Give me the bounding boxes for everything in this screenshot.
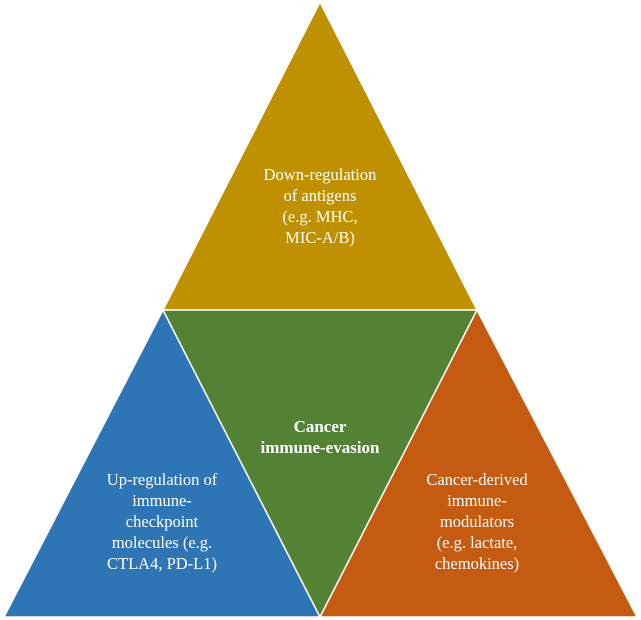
right-triangle [318,308,639,618]
left-triangle-label: Up-regulation of immune- checkpoint mole… [106,470,218,573]
top-triangle [161,0,479,311]
center-triangle-label: Cancer immune-evasion [260,417,380,457]
right-triangle-label: Cancer-derived immune- modulators (e.g. … [426,470,528,573]
top-triangle-label: Down-regulation of antigens (e.g. MHC, M… [263,165,377,247]
